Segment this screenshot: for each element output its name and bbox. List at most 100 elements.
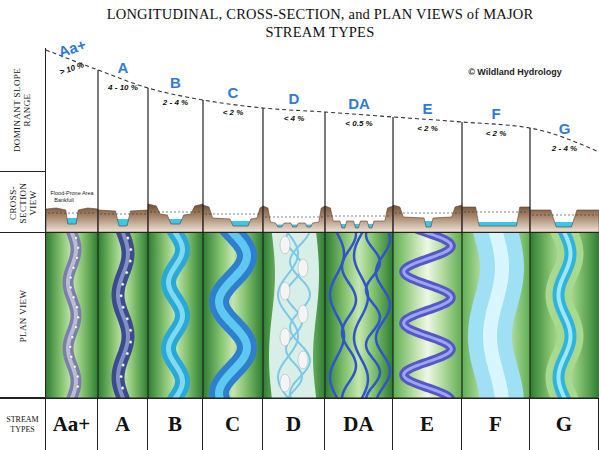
stream-type-heading: DA [348,95,370,110]
boulder-dot [126,236,129,239]
gravel-bar [298,351,308,369]
slope-range: > 10 % [59,61,85,76]
row-header-cell: PLAN VIEW [0,233,46,398]
cross-section [46,204,599,232]
river-channel [404,233,452,398]
river-channel [219,233,247,398]
column-divider [97,70,98,398]
gravel-bar [298,305,308,323]
ground-profile [393,205,462,232]
copyright-watermark: © Wildland Hydrology [468,68,562,77]
stream-type-cell: B [148,398,203,450]
stream-type-cell: F [462,398,530,450]
stream-type-letter: C [203,399,262,450]
stream-type-heading: G [559,121,571,136]
boulder-dot [126,352,129,355]
boulder-dot [126,317,129,320]
slope-range: < 2 % [486,130,507,138]
ground-profile [462,207,530,232]
column-divider [461,122,462,398]
plan-column [462,233,530,398]
boulder-dot [120,375,123,378]
plan-column [46,233,98,398]
ground-profile [325,206,393,232]
slope-range: < 2 % [417,125,438,133]
stream-type-cell: G [530,398,599,450]
slope-range: < 4 % [284,115,305,123]
plan-column [530,233,599,398]
grid-lines [46,70,599,398]
stream-type-heading: D [289,91,300,106]
boulder-dot [121,387,124,390]
boulder-dot [120,294,123,297]
stream-type-letter: B [148,399,202,450]
river-channel [169,233,183,398]
boulder-dot [76,385,79,388]
column-divider [392,117,393,398]
flood-prone-line [205,214,261,215]
boulder-dot [122,306,125,309]
river-channel [68,233,76,398]
river-channel [559,233,571,398]
row-header-cell: STREAM TYPES [0,398,46,450]
gravel-bar [280,374,290,392]
stream-type-heading: Aa+ [56,37,87,60]
stream-type-heading: C [228,85,239,100]
flood-prone-line [48,213,96,214]
flood-prone-line [327,216,391,217]
diagram-title: LONGITUDINAL, CROSS-SECTION, and PLAN VI… [95,5,545,41]
boulder-dot [129,248,132,251]
row-header-text: CROSS-SECTION VIEW [0,180,46,225]
row-header-text: DOMINANT SLOPE RANGE [0,56,46,164]
boulder-dot [75,306,78,309]
boulder-dot [69,345,72,348]
river-channel [118,233,128,398]
ground-profile [203,205,263,232]
anastomosed-channel [330,233,344,398]
row-header-text: PLAN VIEW [0,241,46,390]
boulder-dot [129,329,132,332]
slope-range: 4 - 10 % [108,84,138,92]
stream-type-heading: F [491,106,500,121]
gravel-bar [280,328,290,346]
stream-type-cell: D [263,398,325,450]
boulder-dot [76,246,79,249]
plan-column [263,233,325,398]
slope-curve [46,50,599,152]
slope-range: 2 - 4 % [163,99,188,107]
boulder-dot [129,260,132,263]
ground-profile [98,210,148,232]
slope-range: < 0.5 % [345,120,372,128]
column-divider [202,100,203,398]
boulder-dot [74,236,77,239]
stream-type-letter: A [98,399,147,450]
boulder-dot [121,283,124,286]
row-header-cell: DOMINANT SLOPE RANGE [0,48,46,172]
boulder-dot [69,286,72,289]
stream-type-cell: A [98,398,148,450]
stream-type-heading: B [170,75,181,90]
slope-range: 2 - 4 % [552,145,577,153]
stream-type-cell: DA [325,398,393,450]
stream-type-heading: E [422,100,432,115]
boulder-dot [76,316,79,319]
stream-type-cell: Aa+ [46,398,98,450]
column-divider [147,88,148,398]
stream-type-letter: F [462,399,529,450]
river-channel [490,233,502,398]
flood-prone-line [150,212,201,213]
river-highlight [404,233,452,398]
cross-section-note: Bankfull [54,198,74,204]
gully-floor [559,233,571,398]
flood-prone-line [464,212,528,213]
row-header-text: STREAM TYPES [0,399,45,450]
column-divider [529,128,530,398]
boulder-dot [76,375,79,378]
boulder-dot [75,256,78,259]
column-divider [262,108,263,398]
boulder-dot [72,266,75,269]
braid-channel [290,233,310,398]
ground-profile [148,204,203,232]
boulder-dot [122,364,125,367]
gravel-bar [280,282,290,300]
